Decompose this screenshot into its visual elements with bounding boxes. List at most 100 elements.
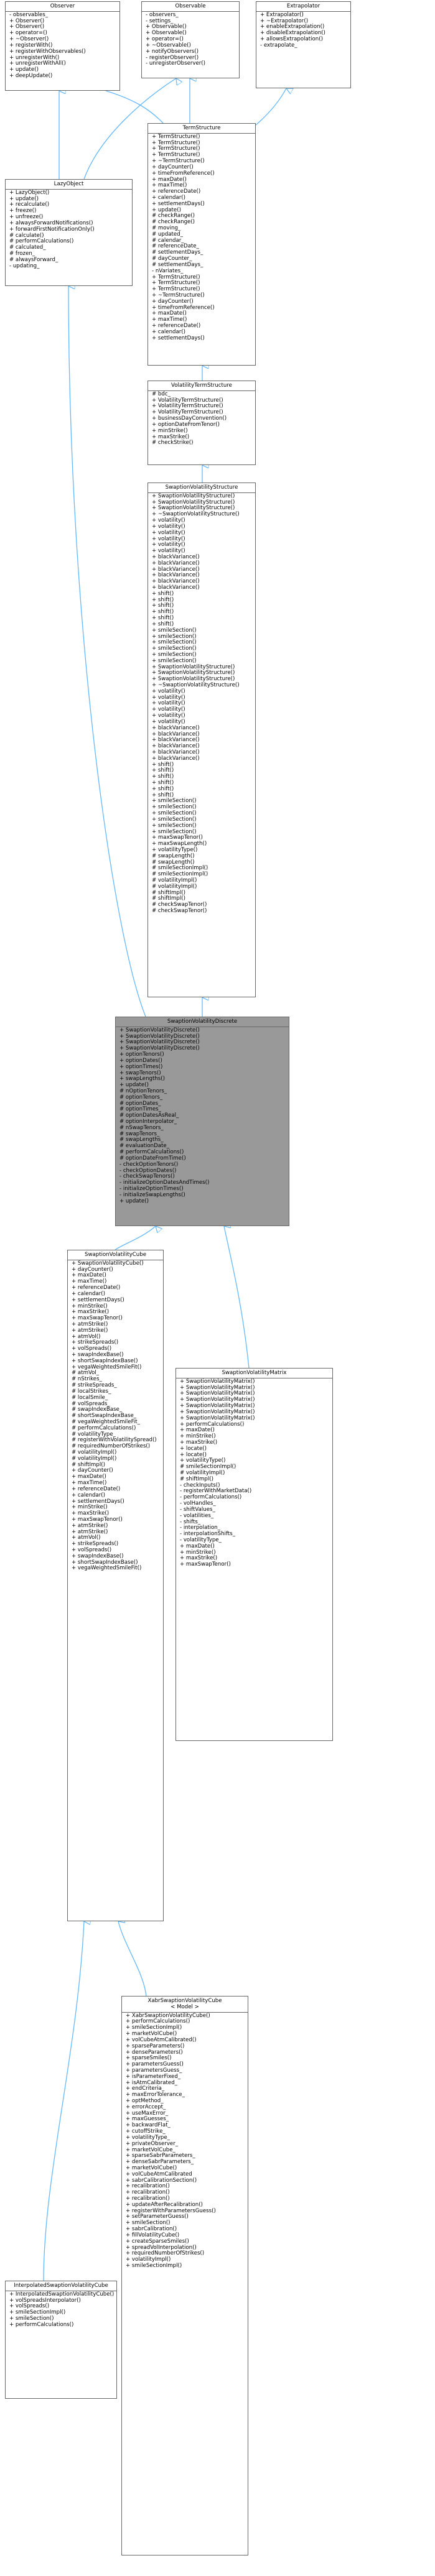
class-member: + maxStrike() <box>72 1309 110 1316</box>
class-member: + endCriteria_ <box>126 2085 165 2092</box>
class-member: # smileSectionImpl() <box>180 1464 236 1470</box>
class-member: + recalculate() <box>9 201 50 208</box>
class-title: SwaptionVolatilityDiscrete <box>167 1018 238 1025</box>
class-node-observer[interactable]: Observer- observables_+ Observer()+ Obse… <box>5 1 120 91</box>
class-member: + locate() <box>180 1451 207 1458</box>
class-member: - volatilities_ <box>180 1512 214 1519</box>
class-member: + sparseParameters() <box>126 2043 185 2049</box>
class-member: # shortSwapIndexBase_ <box>72 1413 137 1420</box>
class-member-list: - observables_+ Observer()+ Observer()+ … <box>6 12 119 81</box>
class-member-list: + SwaptionVolatilityCube()+ dayCounter()… <box>68 1260 163 1574</box>
class-member: + maxStrike() <box>180 1555 218 1562</box>
edge-lazyobject-observable <box>83 78 176 180</box>
class-member: + SwaptionVolatilityStructure() <box>152 676 235 683</box>
class-member: # localStrikes_ <box>72 1388 111 1395</box>
class-member: # bdc_ <box>152 390 171 397</box>
class-node-swaptionvolstructure[interactable]: SwaptionVolatilityStructure+ SwaptionVol… <box>147 482 256 997</box>
class-node-swaptionvoldiscrete[interactable]: SwaptionVolatilityDiscrete + SwaptionVola… <box>115 1017 289 1226</box>
edge-xabrcube-swaptionvolcube <box>118 1921 147 1997</box>
class-member: + maxTime() <box>152 316 187 323</box>
class-member: + dayCounter() <box>152 164 194 170</box>
class-member: + atmVol() <box>72 1333 101 1340</box>
class-title: InterpolatedSwaptionVolatilityCube <box>14 2283 108 2289</box>
class-member: # evaluationDate_ <box>119 1143 169 1150</box>
class-member: + SwaptionVolatilityDiscrete() <box>119 1027 200 1033</box>
class-member: # calculate() <box>9 232 44 239</box>
class-member: # swapLengths_ <box>119 1137 164 1143</box>
class-member: + shift() <box>152 780 174 786</box>
class-member: + recalibration() <box>126 2189 170 2196</box>
class-member: + useMaxError_ <box>126 2110 169 2117</box>
class-member: + recalibration() <box>126 2183 170 2190</box>
class-member: + ~Extrapolator() <box>260 17 309 24</box>
class-member: + shift() <box>152 615 174 622</box>
class-member: - volatilityType_ <box>180 1536 222 1543</box>
class-member: + dayCounter() <box>72 1467 113 1474</box>
class-divider <box>122 2011 248 2013</box>
class-member: + isAtmCalibrated_ <box>126 2079 177 2086</box>
class-node-interpolatedcube[interactable]: InterpolatedSwaptionVolatilityCube+ Inte… <box>5 2281 117 2399</box>
class-member: + blackVariance() <box>152 737 200 744</box>
class-member: + maxSwapTenor() <box>152 834 203 841</box>
class-member-list: # bdc_+ VolatilityTermStructure()+ Volat… <box>148 390 255 448</box>
class-member: + blackVariance() <box>152 731 200 737</box>
class-member: # optionInterpolator_ <box>119 1119 177 1125</box>
class-member: + fillVolatilityCube() <box>126 2232 180 2238</box>
class-member: - checkOptionTenors() <box>119 1161 179 1168</box>
edge-interpolatedcube-swaptionvolcube <box>43 1921 84 2281</box>
class-member: - checkOptionDates() <box>119 1167 177 1174</box>
class-member: + registerWith() <box>9 42 53 48</box>
class-node-swaptionvolcube[interactable]: SwaptionVolatilityCube+ SwaptionVolatili… <box>67 1250 164 1921</box>
class-member: + atmStrike() <box>72 1321 108 1327</box>
class-member: + smileSection() <box>152 810 197 817</box>
class-member: + shortSwapIndexBase() <box>72 1357 138 1364</box>
class-member: # volatilityImpl() <box>152 883 197 890</box>
class-member: + settlementDays() <box>152 200 205 207</box>
class-member: + calendar() <box>72 1290 106 1297</box>
class-member: - registerObserver() <box>146 54 199 61</box>
class-member-list: + LazyObject()+ update()+ recalculate()+… <box>6 190 132 272</box>
class-member: # shiftImpl() <box>152 889 185 896</box>
class-node-swaptionvolmatrix[interactable]: SwaptionVolatilityMatrix + SwaptionVolati… <box>175 1368 333 1741</box>
class-title: XabrSwaptionVolatilityCube < Model > <box>147 1998 222 2010</box>
class-member: + shift() <box>152 767 174 774</box>
class-member: - initializeOptionDatesAndTimes() <box>119 1180 210 1186</box>
class-member: + swapIndexBase() <box>72 1553 124 1559</box>
class-member: + blackVariance() <box>152 566 200 573</box>
class-member: + SwaptionVolatilityStructure() <box>152 499 235 506</box>
class-member: # dayCounter_ <box>152 256 192 262</box>
class-member: + volSpreads() <box>72 1547 112 1553</box>
class-member: # volatilityImpl() <box>72 1449 117 1456</box>
class-member: # volatilityImpl() <box>72 1455 117 1462</box>
class-member: + volatility() <box>152 523 185 530</box>
class-member: + SwaptionVolatilityMatrix() <box>180 1390 255 1397</box>
class-member: + optionDateFromTenor() <box>152 421 220 428</box>
class-title: SwaptionVolatilityMatrix <box>222 1370 287 1376</box>
class-member: + smileSection() <box>152 627 197 634</box>
class-node-lazyobject[interactable]: LazyObject+ LazyObject()+ update()+ reca… <box>5 179 133 286</box>
class-node-voltermstructure[interactable]: VolatilityTermStructure# bdc_+ Volatilit… <box>147 381 256 465</box>
class-member: + TermStructure() <box>152 152 200 159</box>
class-member: + settlementDays() <box>152 335 205 341</box>
class-member: - observers_ <box>146 11 179 18</box>
class-member: + sparseSabrParameters_ <box>126 2153 195 2159</box>
class-member: + update() <box>9 195 39 202</box>
class-member-list: - observers_- settings_+ Observable()+ O… <box>142 12 239 69</box>
class-divider <box>148 132 255 134</box>
class-member: + TermStructure() <box>152 145 200 152</box>
class-member: + swapTenors() <box>119 1069 161 1076</box>
class-divider <box>6 11 119 12</box>
class-node-termstructure[interactable]: TermStructure+ TermStructure()+ TermStru… <box>147 123 256 366</box>
class-node-observable[interactable]: Observable- observers_- settings_+ Obser… <box>141 1 240 78</box>
class-member: - nVariates_ <box>152 267 184 274</box>
class-member: + vegaWeightedSmileFit() <box>72 1364 142 1370</box>
class-member: + disableExtrapolation() <box>260 30 325 37</box>
class-member: + volatility() <box>152 706 185 713</box>
class-node-xabrcube[interactable]: XabrSwaptionVolatilityCube < Model >+ Xa… <box>121 1996 248 2555</box>
class-node-extrapolator[interactable]: Extrapolator+ Extrapolator()+ ~Extrapola… <box>256 1 351 88</box>
class-member: # requiredNumberOfStrikes() <box>72 1443 151 1450</box>
class-member: # performCalculations() <box>9 238 74 245</box>
class-member: # optionDatesAsReal_ <box>119 1112 179 1119</box>
class-member: + update() <box>152 206 181 213</box>
class-member: + marketVolCube_ <box>126 2146 175 2153</box>
